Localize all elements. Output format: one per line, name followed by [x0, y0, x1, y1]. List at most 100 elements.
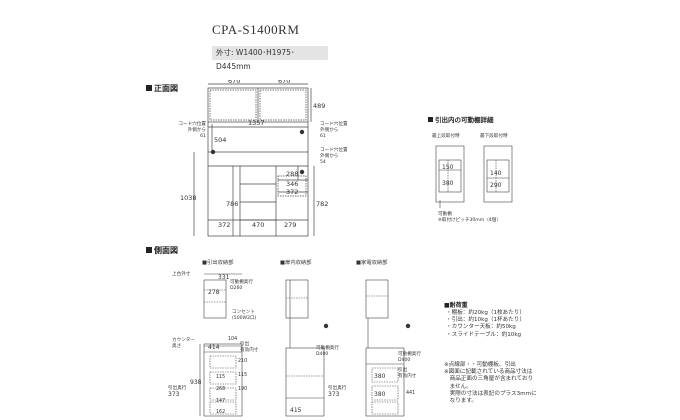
notes-block: ※点線部・・可動棚板、引出 ※図面に記載されている商品寸法は 商品正面の三角屋が…	[444, 362, 537, 405]
counter-label: カウンター奥さ	[172, 338, 195, 350]
load-item: ・スライドテーブル：約10kg	[446, 331, 522, 338]
cord-rt-line1: コード穴位置	[320, 122, 348, 127]
shelf-depth-text: 可動棚奥行	[230, 280, 253, 285]
cord-left-line2: 外側から	[187, 128, 206, 133]
drawer-inner-text2: 有効内寸	[240, 348, 259, 353]
section-square-icon	[146, 85, 152, 91]
dim-288: 288	[286, 170, 298, 178]
drawer-note: 可動棚 ※取付けピッチ30mm（4個）	[438, 212, 501, 224]
outlet-spec: (500W2口)	[232, 316, 257, 321]
drawer-inner3-text: 引出	[398, 368, 408, 373]
drawer-depth-text: 引出奥行	[168, 386, 187, 391]
sub-drawer-storage: ■引出収納部	[202, 260, 234, 266]
dim-782: 782	[316, 200, 328, 208]
drawer-detail-heading: 引出内の可動棚詳細	[428, 114, 494, 124]
dim-938: 938	[190, 379, 202, 386]
shelf-depth-value: D260	[230, 286, 243, 291]
cord-right-bottom-label: コード穴位置 外側から 54	[320, 148, 348, 166]
dim-290: 290	[490, 182, 502, 189]
load-list: ・棚板：約20kg（1枚あたり） ・引出：約10kg（1杯あたり） ・カウンター…	[446, 310, 525, 339]
dim-380: 380	[442, 180, 454, 187]
bottom-mount-label: 最下段取付時	[480, 134, 508, 139]
dim-147: 147	[216, 398, 225, 404]
cord-rb-line1: コード穴位置	[320, 148, 348, 153]
drawer-note-line1: 可動棚	[438, 212, 452, 217]
note-line: 商品正面の三角屋が含まれており	[444, 376, 534, 383]
note-line: ません。	[444, 383, 472, 390]
drawer-inner-label: 引出有効内寸	[240, 342, 258, 354]
drawer-inner-text: 引出	[240, 342, 250, 347]
product-title: CPA-S1400RM	[212, 22, 300, 37]
dim-380-b: 380	[374, 391, 386, 398]
cord-hole-right-bottom-icon	[299, 169, 305, 175]
front-view-drawing: 670 670 489 1357 504 1038 786 288 346 37…	[180, 80, 328, 237]
drawer-inner-label-3: 引出有効内寸	[398, 368, 416, 380]
note-line: 実際の寸法は表記のプラス3mmに	[444, 390, 537, 397]
dim-210: 210	[238, 358, 247, 364]
note-line: なります。	[444, 398, 478, 405]
cord-left-line3: 61	[200, 134, 206, 139]
load-item: ・引出：約10kg（1杯あたり）	[446, 317, 525, 324]
load-item: ・棚板：約20kg（1枚あたり）	[446, 310, 525, 316]
side-view-drawing: 331 278 414 938 415 380 380 104 210 115 …	[190, 273, 415, 417]
dim-414: 414	[208, 344, 220, 351]
dim-190: 190	[238, 386, 247, 392]
drawer-depth3-text: 引出奥行	[328, 386, 347, 391]
drawer-note-line2: ※取付けピッチ30mm（4個）	[438, 218, 501, 223]
dim-140: 140	[490, 170, 502, 177]
cord-right-top-label: コード穴位置 外側から 61	[320, 122, 348, 140]
drawer-depth-value: 373	[168, 391, 180, 398]
note-line: ※点線部・・可動棚板、引出	[444, 362, 516, 368]
dim-162: 162	[216, 409, 225, 415]
sub-door-storage: ■扉内収納部	[280, 260, 312, 266]
drawer-inner3-text2: 有効内寸	[398, 374, 417, 379]
outlet-icon-2	[323, 323, 329, 329]
dim-504: 504	[214, 136, 226, 144]
top-width-label: 上台外寸	[172, 272, 191, 277]
dim-786: 786	[226, 200, 238, 208]
dim-372-right: 372	[286, 188, 298, 196]
note-line: ※図面に記載されている商品寸法は	[444, 369, 533, 376]
dim-115b: 115	[216, 374, 225, 380]
dim-372: 372	[218, 221, 230, 229]
load-item: ・カウンター天板：約50kg	[446, 324, 516, 331]
cord-rb-line2: 外側から	[320, 154, 339, 159]
section-square-icon	[146, 247, 152, 253]
side-view-heading-text: 側面図	[154, 246, 178, 255]
dim-470: 470	[252, 221, 264, 229]
dim-150: 150	[442, 164, 454, 171]
front-view-heading-text: 正面図	[154, 84, 178, 93]
dim-441: 441	[406, 390, 415, 396]
drawer-depth3-value: 373	[328, 391, 340, 398]
cord-rb-line3: 54	[320, 160, 326, 165]
dim-278: 278	[208, 289, 220, 296]
drawer-detail-heading-text: 引出内の可動棚詳細	[435, 116, 494, 124]
dim-670-left: 670	[228, 80, 240, 85]
outlet-label: コンセント(500W2口)	[232, 310, 256, 322]
front-view-heading: 正面図	[146, 83, 178, 94]
sub2-text: 扉内収納部	[285, 260, 312, 266]
dim-104: 104	[228, 336, 237, 342]
outlet-text: コンセント	[232, 310, 255, 315]
top-mount-label: 最上段取付時	[432, 134, 460, 139]
sub-appliance-storage: ■家電収納部	[356, 260, 388, 266]
cord-rt-line3: 61	[320, 134, 326, 139]
dim-489: 489	[313, 102, 325, 110]
dim-331: 331	[218, 274, 230, 281]
shelf-depth2-text: 可動棚奥行	[316, 346, 339, 351]
cord-hole-right-top-icon	[299, 129, 305, 135]
dim-346: 346	[286, 180, 298, 188]
dim-415: 415	[290, 407, 302, 414]
dim-380-a: 380	[374, 373, 386, 380]
counter-text: カウンター	[172, 338, 195, 343]
dim-115: 115	[238, 372, 247, 378]
counter-text2: 奥さ	[172, 344, 182, 349]
dim-268: 268	[216, 386, 225, 392]
dim-1357: 1357	[248, 119, 265, 127]
side-view-heading: 側面図	[146, 245, 178, 256]
